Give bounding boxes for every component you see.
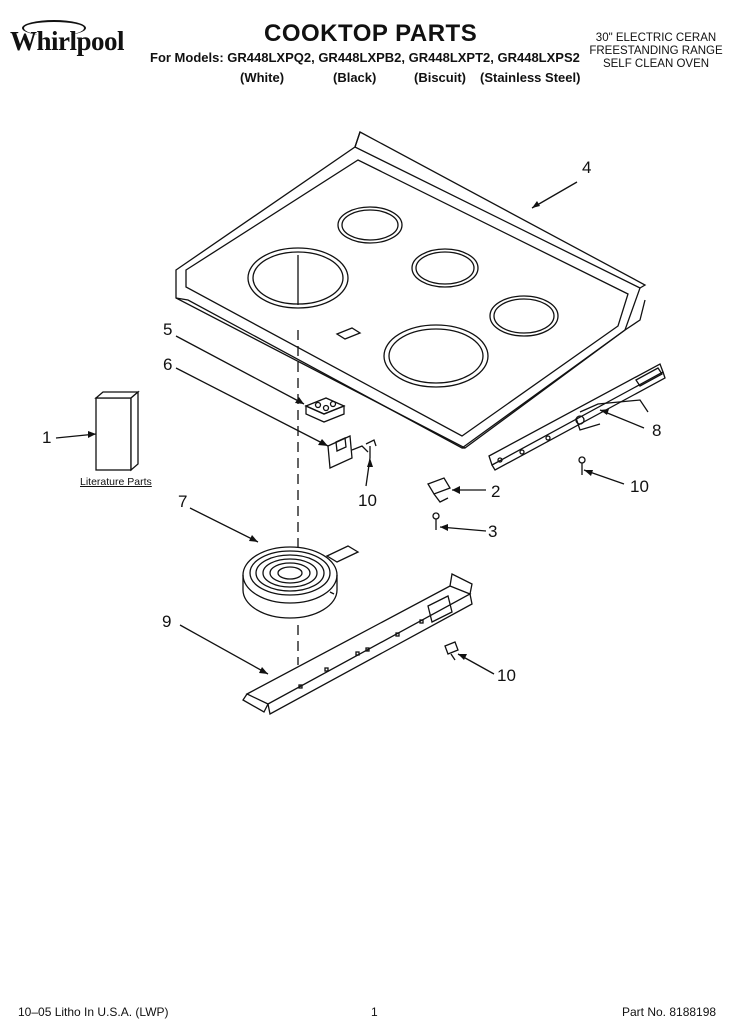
brand-logo-swirl [22, 20, 86, 36]
models-line: For Models: GR448LXPQ2, GR448LXPB2, GR44… [150, 50, 580, 65]
callout-10-upper: 10 [358, 491, 377, 510]
cooktop-glass [175, 131, 647, 449]
callout-1: 1 [42, 428, 52, 447]
color-white: (White) [240, 70, 285, 85]
description-line-1: 30" ELECTRIC CERAN [595, 32, 717, 44]
callout-8: 8 [652, 421, 662, 440]
bracket-part [327, 435, 369, 469]
brand-logo: Whirlpool [10, 26, 125, 56]
callout-10-rear: 10 [630, 477, 649, 496]
page-title: COOKTOP PARTS [264, 20, 478, 47]
color-stainless: (Stainless Steel) [480, 70, 581, 85]
screw-small [432, 512, 440, 530]
callout-6: 6 [163, 355, 173, 374]
callout-7: 7 [178, 492, 188, 511]
description-line-2: FREESTANDING RANGE [589, 45, 723, 57]
footer-page-number: 1 [371, 1005, 378, 1019]
callout-4: 4 [582, 158, 592, 177]
callout-3: 3 [488, 522, 498, 541]
radiant-element [242, 545, 360, 619]
literature-parts-label: Literature Parts [80, 476, 152, 488]
screw-lower [444, 641, 459, 661]
footer-part-number: Part No. 8188198 [622, 1005, 717, 1019]
screw-upper [365, 439, 377, 458]
rear-bracket [488, 363, 666, 471]
footer-litho: 10–05 Litho In U.S.A. (LWP) [18, 1005, 169, 1019]
color-biscuit: (Biscuit) [414, 70, 466, 85]
callout-2: 2 [491, 482, 501, 501]
callout-10-lower: 10 [497, 666, 516, 685]
clip-part [427, 477, 451, 503]
color-black: (Black) [333, 70, 377, 85]
callout-5: 5 [163, 320, 173, 339]
callout-9: 9 [162, 612, 172, 631]
terminal-block [304, 397, 346, 423]
screw-rear [578, 456, 586, 475]
description-line-3: SELF CLEAN OVEN [602, 58, 710, 70]
front-bracket [242, 573, 473, 715]
